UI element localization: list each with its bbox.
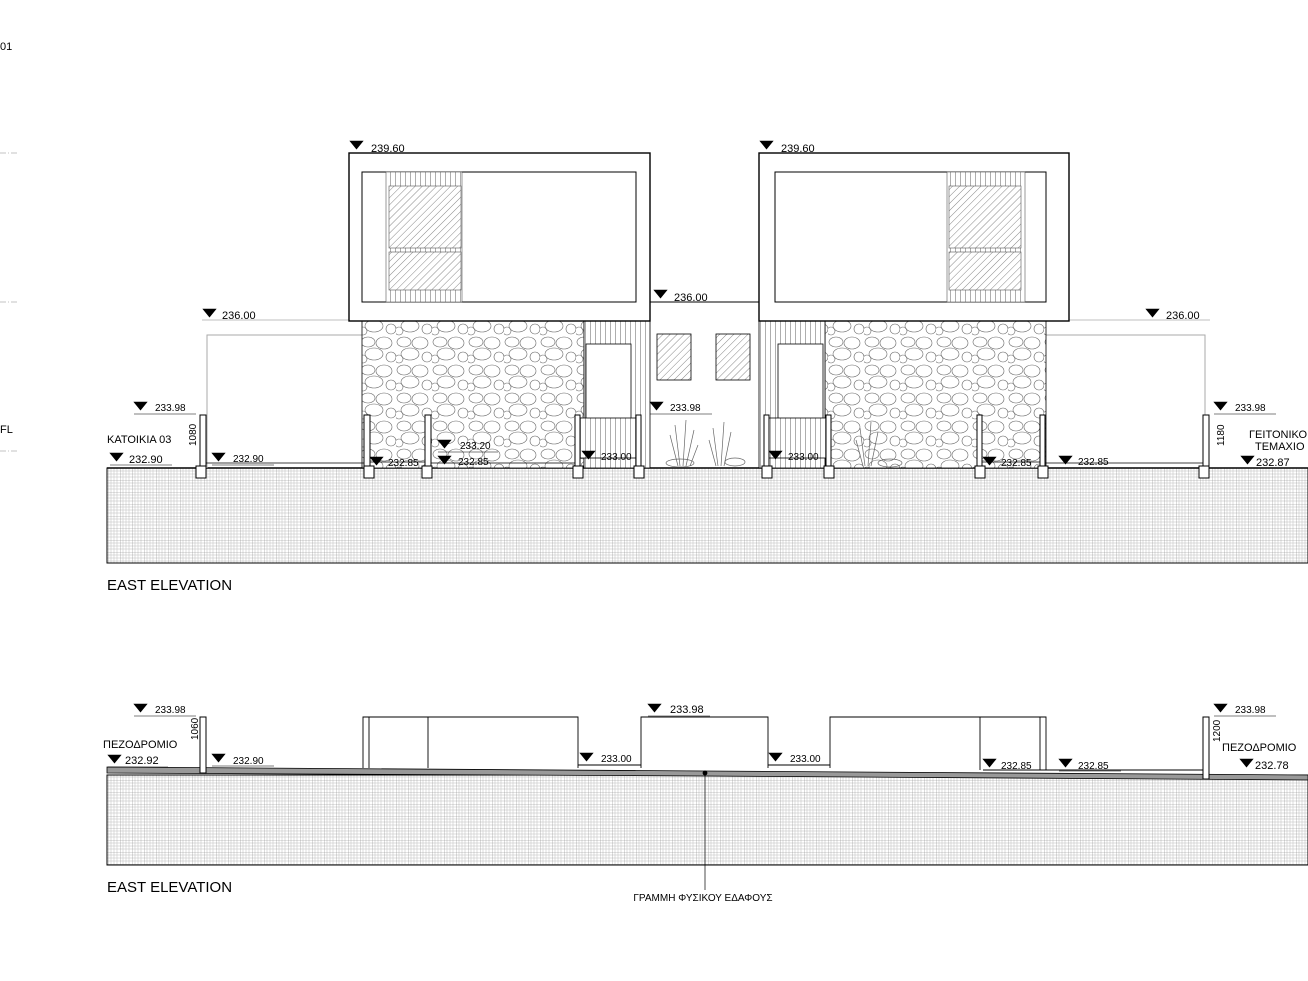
level-label: 232.85: [1078, 457, 1109, 468]
entrance-door: [585, 343, 632, 421]
level-labels: 239.60 239.60 236.00 236.00 236.00 233.9…: [129, 143, 1290, 469]
sheet-margin-text: FL: [0, 424, 13, 436]
level-label: 232.92: [125, 755, 159, 767]
link-window-right: [715, 333, 751, 381]
level-label: 232.85: [458, 457, 489, 468]
sheet-corner-text: 01: [0, 41, 12, 53]
ground-mass: [106, 467, 1308, 564]
level-label: 233.98: [670, 403, 701, 414]
sheet-margin: 01 FL: [0, 41, 18, 452]
planting: [665, 419, 903, 468]
level-label: 233.00: [601, 754, 632, 765]
level-label: 239.60: [781, 143, 815, 155]
level-markers: [107, 703, 1276, 772]
level-label: 233.00: [601, 452, 632, 463]
elevation-top: 239.60 239.60 236.00 236.00 236.00 233.9…: [106, 140, 1308, 594]
level-label: 233.98: [1235, 403, 1266, 414]
stone-wall: [361, 320, 585, 469]
level-label: 232.85: [1078, 761, 1109, 772]
level-label: 232.90: [233, 454, 264, 465]
street-label-right: ΠΕΖΟΔΡΟΜΙΟ: [1222, 742, 1297, 754]
level-label: 232.85: [1001, 761, 1032, 772]
fence-posts: [195, 414, 1210, 479]
level-label: 236.00: [222, 310, 256, 322]
street-label-left: ΠΕΖΟΔΡΟΜΙΟ: [103, 739, 178, 751]
elevation-title: EAST ELEVATION: [107, 577, 232, 594]
level-markers: [109, 140, 1276, 466]
level-label: 233.98: [1235, 705, 1266, 716]
elevation-title: EAST ELEVATION: [107, 879, 232, 896]
stone-wall: [824, 320, 1047, 469]
ground-line-label: ΓΡΑΜΜΗ ΦΥΣΙΚΟΥ ΕΔΑΦΟΥΣ: [633, 893, 772, 904]
level-label: 236.00: [674, 292, 708, 304]
level-label: 236.00: [1166, 310, 1200, 322]
level-label: 232.90: [233, 756, 264, 767]
house-label: ΚΑΤΟΙΚΙΑ 03: [107, 434, 171, 446]
link-window-left: [656, 333, 692, 381]
neighbour-plot-label: ΓΕΙΤΟΝΙΚΟ: [1249, 429, 1308, 441]
level-label: 232.85: [388, 458, 419, 469]
dimension-right: 1180: [1216, 424, 1227, 446]
level-label: 232.78: [1255, 760, 1289, 772]
elevation-bottom: 233.98 233.98 233.98 232.92 232.90 233.0…: [103, 703, 1308, 904]
level-label: 233.00: [790, 754, 821, 765]
level-label: 232.87: [1256, 457, 1290, 469]
level-label: 232.85: [1001, 458, 1032, 469]
dimension-right: 1200: [1212, 719, 1223, 742]
entrance-door: [777, 343, 824, 421]
ground-mass: [106, 774, 1308, 866]
level-label: 232.90: [129, 454, 163, 466]
neighbour-plot-label: ΤΕΜΑΧΙΟ: [1255, 441, 1305, 453]
level-label: 233.98: [155, 403, 186, 414]
level-label: 233.20: [460, 441, 491, 452]
level-labels: 233.98 233.98 233.98 232.92 232.90 233.0…: [125, 704, 1289, 772]
level-label: 233.98: [155, 705, 186, 716]
dimension-left: 1080: [188, 423, 199, 446]
level-label: 239.60: [371, 143, 405, 155]
dimension-left: 1060: [190, 717, 201, 740]
level-label: 233.98: [670, 704, 704, 716]
level-label: 233.00: [788, 452, 819, 463]
